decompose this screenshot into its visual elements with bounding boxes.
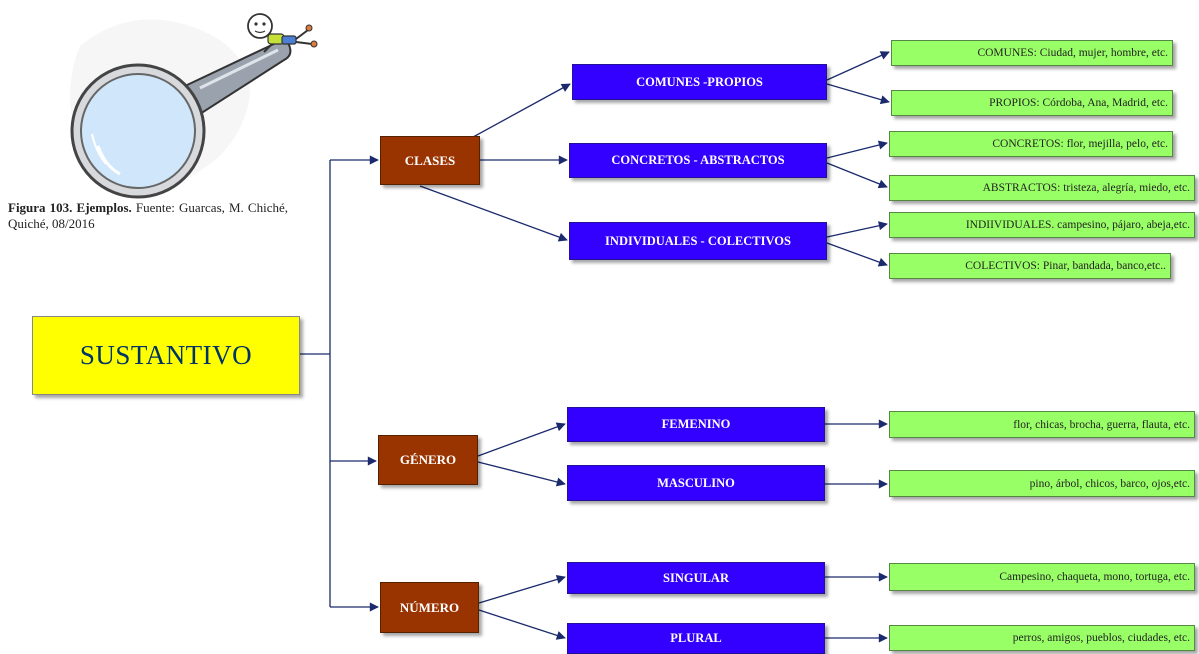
figure-source: Fuente: Guarcas, M. Chiché, Quiché, 08/2…: [8, 200, 288, 231]
category-numero: NÚMERO: [380, 582, 479, 633]
category-genero: GÉNERO: [378, 435, 478, 485]
link-leaf-colectivos: [826, 242, 888, 267]
link-plural: [478, 609, 566, 640]
link-singular: [478, 575, 566, 604]
category-clases: CLASES: [380, 136, 480, 185]
figure-label: Figura 103. Ejemplos.: [8, 200, 132, 215]
link-individuales-colectivos: [419, 185, 568, 242]
example-singular: Campesino, chaqueta, mono, tortuga, etc.: [889, 563, 1195, 591]
example-femenino: flor, chicas, brocha, guerra, flauta, et…: [889, 411, 1195, 438]
subcategory-masculino: MASCULINO: [567, 465, 825, 501]
link-masculino: [477, 461, 566, 487]
subcategory-singular: SINGULAR: [567, 562, 825, 594]
example-comunes: COMUNES: Ciudad, mujer, hombre, etc.: [891, 40, 1173, 66]
figure-caption: Figura 103. Ejemplos. Fuente: Guarcas, M…: [8, 200, 288, 232]
link-leaf-comunes: [826, 51, 890, 81]
example-individuales: INDIIVIDUALES. campesino, pájaro, abeja,…: [889, 212, 1195, 238]
subcategory-comunes-propios: COMUNES -PROPIOS: [572, 64, 827, 100]
example-plural: perros, amigos, pueblos, ciudades, etc.: [889, 625, 1195, 651]
root-node-sustantivo: SUSTANTIVO: [32, 316, 300, 395]
magnifying-glass-icon: [70, 13, 318, 199]
example-concretos: CONCRETOS: flor, mejilla, pelo, etc.: [889, 131, 1173, 157]
link-leaf-concretos: [826, 140, 888, 159]
link-leaf-abstractos: [826, 162, 888, 189]
example-colectivos: COLECTIVOS: Pinar, bandada, banco,etc..: [889, 253, 1171, 279]
link-femenino: [477, 422, 566, 457]
subcategory-concretos-abstractos: CONCRETOS - ABSTRACTOS: [569, 143, 827, 178]
example-propios: PROPIOS: Córdoba, Ana, Madrid, etc.: [891, 90, 1173, 116]
link-leaf-propios: [826, 83, 890, 105]
example-masculino: pino, árbol, chicos, barco, ojos,etc.: [889, 470, 1195, 497]
link-leaf-individuales: [826, 221, 888, 238]
example-abstractos: ABSTRACTOS: tristeza, alegría, miedo, et…: [889, 175, 1195, 201]
subcategory-plural: PLURAL: [567, 623, 825, 654]
subcategory-individuales-colectivos: INDIVIDUALES - COLECTIVOS: [569, 222, 827, 260]
subcategory-femenino: FEMENINO: [567, 407, 825, 442]
